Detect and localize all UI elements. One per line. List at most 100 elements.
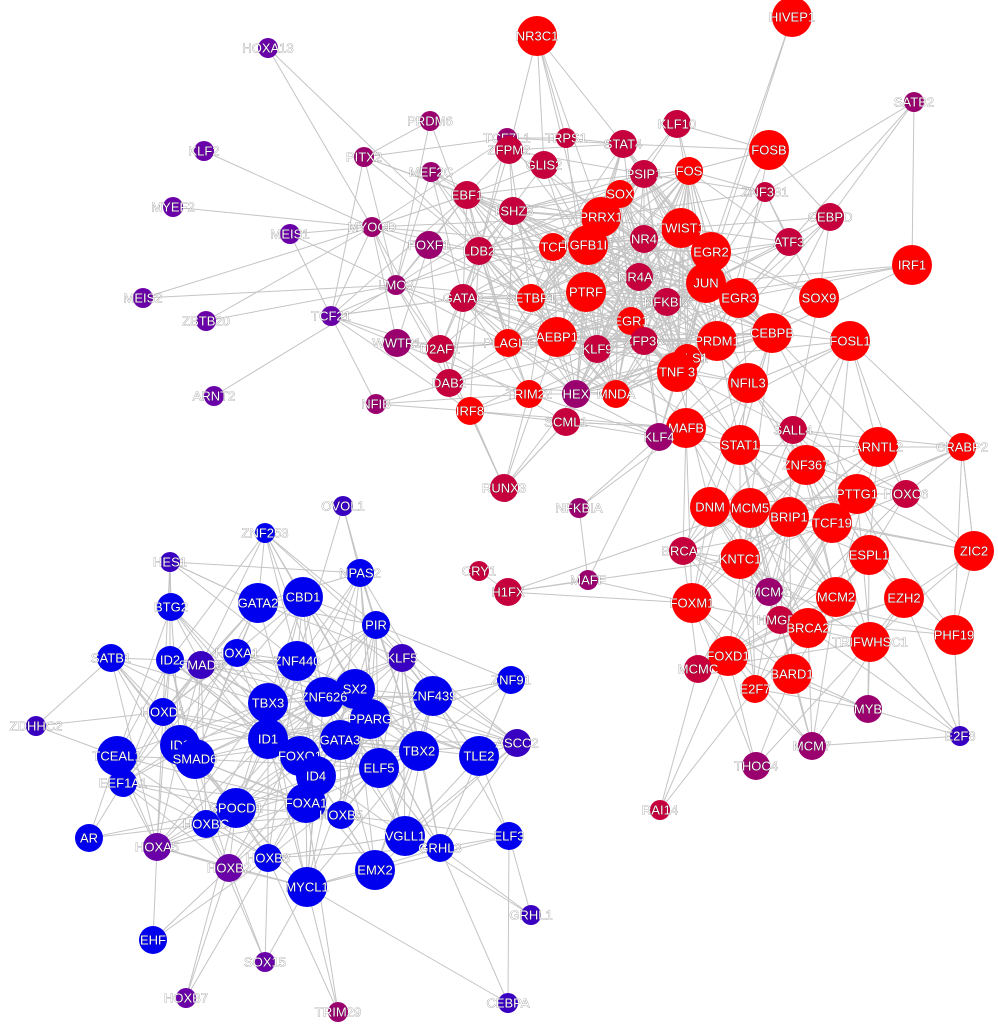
node-plagl1[interactable]: PLAGL1 (483, 329, 533, 357)
node-nr3c1[interactable]: NR3C1 (515, 16, 559, 56)
node-circle-vgll1[interactable] (385, 816, 425, 856)
node-mcm5[interactable]: MCM5 (730, 488, 770, 528)
node-circle-grhl1[interactable] (521, 905, 541, 925)
node-circle-hoxb2[interactable] (215, 854, 243, 882)
node-gata3[interactable]: GATA3 (319, 720, 361, 760)
node-tcf[interactable]: TCF (539, 233, 567, 261)
node-kntc1[interactable]: KNTC1 (718, 539, 762, 579)
node-circle-meis2[interactable] (133, 288, 153, 308)
node-circle-klf10[interactable] (663, 110, 691, 138)
node-lmo3[interactable]: LMO3 (378, 275, 414, 295)
node-whsc1[interactable]: TRIFWHSC1 (832, 622, 908, 662)
node-phf19[interactable]: PHF19 (933, 615, 975, 655)
node-sox15[interactable]: SOX15 (244, 952, 286, 972)
node-smad3[interactable]: SMAD3 (178, 651, 224, 679)
node-circle-wwtr1[interactable] (383, 329, 411, 357)
node-ldb2[interactable]: LDB2 (462, 237, 496, 265)
node-circle-gata6[interactable] (449, 284, 477, 312)
node-zic2[interactable]: ZIC2 (954, 531, 994, 571)
node-circle-prdm6[interactable] (420, 111, 440, 131)
node-circle-lmo3[interactable] (386, 275, 406, 295)
node-klf9[interactable]: KLF9 (581, 335, 613, 363)
node-znf253[interactable]: ZNF253 (241, 523, 289, 543)
node-circle-znf331[interactable] (755, 182, 775, 202)
node-circle-mcmc[interactable] (684, 655, 712, 683)
node-circle-irf8[interactable] (456, 397, 484, 425)
node-circle-kntc1[interactable] (720, 539, 760, 579)
node-dnm[interactable]: DNM (690, 487, 730, 527)
node-circle-phf19[interactable] (934, 615, 974, 655)
node-npas2[interactable]: NPAS2 (339, 559, 381, 587)
node-mcm2[interactable]: MCM2 (816, 577, 856, 617)
node-circle-nr4[interactable] (630, 225, 658, 253)
node-cbd1[interactable]: CBD1 (283, 577, 323, 617)
node-ar[interactable]: AR (75, 824, 103, 852)
node-trps1[interactable]: TRPS1 (545, 128, 587, 148)
node-circle-hoxb7[interactable] (176, 988, 196, 1008)
node-circle-egr1[interactable] (617, 307, 645, 335)
node-nfkbia[interactable]: NFKBIA (555, 498, 603, 518)
node-e2f8[interactable]: E2F8 (944, 726, 976, 746)
node-mcm4[interactable]: MCM4 (750, 578, 788, 606)
node-sall4[interactable]: SALL4 (773, 416, 813, 444)
node-circle-espl1[interactable] (849, 535, 889, 575)
node-circle-myocd[interactable] (362, 217, 382, 237)
node-dab2[interactable]: DAB2 (432, 369, 466, 397)
node-egr3[interactable]: EGR3 (719, 278, 759, 318)
node-circle-h1fx[interactable] (494, 578, 522, 606)
node-circle-klf5[interactable] (388, 644, 416, 672)
node-tcf21[interactable]: TCF21 (311, 306, 351, 326)
node-circle-elf3[interactable] (495, 822, 523, 850)
node-irf8[interactable]: IRF8 (456, 397, 484, 425)
node-circle-arntl2[interactable] (858, 427, 898, 467)
node-sox9[interactable]: SOX9 (799, 278, 839, 318)
node-circle-id1[interactable] (248, 719, 288, 759)
node-pparg[interactable]: PPARG (347, 699, 393, 739)
node-circle-whsc1[interactable] (850, 622, 890, 662)
node-circle-znf439[interactable] (413, 676, 453, 716)
node-circle-sox15[interactable] (255, 952, 275, 972)
node-znf331[interactable]: ZNF331 (741, 182, 789, 202)
node-stat4[interactable]: STAT4 (603, 130, 643, 158)
node-circle-jun[interactable] (686, 263, 726, 303)
node-circle-sall4[interactable] (779, 416, 807, 444)
node-circle-hoxb5[interactable] (327, 801, 355, 829)
node-hoxb7[interactable]: HOXB7 (164, 988, 208, 1008)
node-irf1[interactable]: IRF1 (892, 245, 932, 285)
node-meis1[interactable]: MEIS1 (270, 224, 310, 244)
node-fosl1[interactable]: FOSL1 (829, 321, 871, 361)
node-circle-eef1a1[interactable] (109, 769, 137, 797)
node-circle-hoxbc[interactable] (192, 810, 220, 838)
node-sox2[interactable]: SX2 (335, 669, 375, 709)
node-circle-hoxd1[interactable] (149, 698, 177, 726)
node-circle-mcm4[interactable] (755, 578, 783, 606)
node-circle-mnda[interactable] (602, 380, 630, 408)
node-circle-irf1[interactable] (892, 245, 932, 285)
node-myb[interactable]: MYB (854, 695, 882, 723)
node-nfib[interactable]: NFIB (361, 394, 391, 414)
node-circle-u2af1[interactable] (426, 335, 454, 363)
node-mnda[interactable]: MNDA (597, 380, 636, 408)
node-circle-tbx2[interactable] (399, 731, 439, 771)
node-circle-btg2[interactable] (157, 593, 185, 621)
node-klf10[interactable]: KLF10 (658, 110, 696, 138)
node-mycl1[interactable]: MYCL1 (285, 867, 329, 907)
node-hoxd1[interactable]: HOXD1 (140, 698, 186, 726)
node-id1[interactable]: ID1 (248, 719, 288, 759)
node-circle-nfil3[interactable] (728, 363, 768, 403)
node-atf3[interactable]: ATF3 (773, 228, 805, 256)
node-circle-hoxa1[interactable] (223, 639, 251, 667)
node-circle-foxm1[interactable] (672, 583, 712, 623)
node-circle-hmgb3[interactable] (766, 606, 794, 634)
node-circle-foxd1[interactable] (708, 636, 748, 676)
node-circle-foxf1[interactable] (415, 231, 443, 259)
node-elf5[interactable]: ELF5 (359, 748, 399, 788)
node-circle-zic2[interactable] (954, 531, 994, 571)
node-scml1[interactable]: SCML1 (544, 408, 588, 436)
node-circle-nfkbia[interactable] (569, 498, 589, 518)
node-arntl2[interactable]: ARNTL2 (853, 427, 903, 467)
node-hivep1[interactable]: HIVEP1 (769, 0, 815, 37)
node-zfp36[interactable]: ZFP36 (624, 327, 664, 355)
node-circle-e2f8[interactable] (950, 726, 970, 746)
node-trim29[interactable]: TRIM29 (315, 1002, 361, 1022)
